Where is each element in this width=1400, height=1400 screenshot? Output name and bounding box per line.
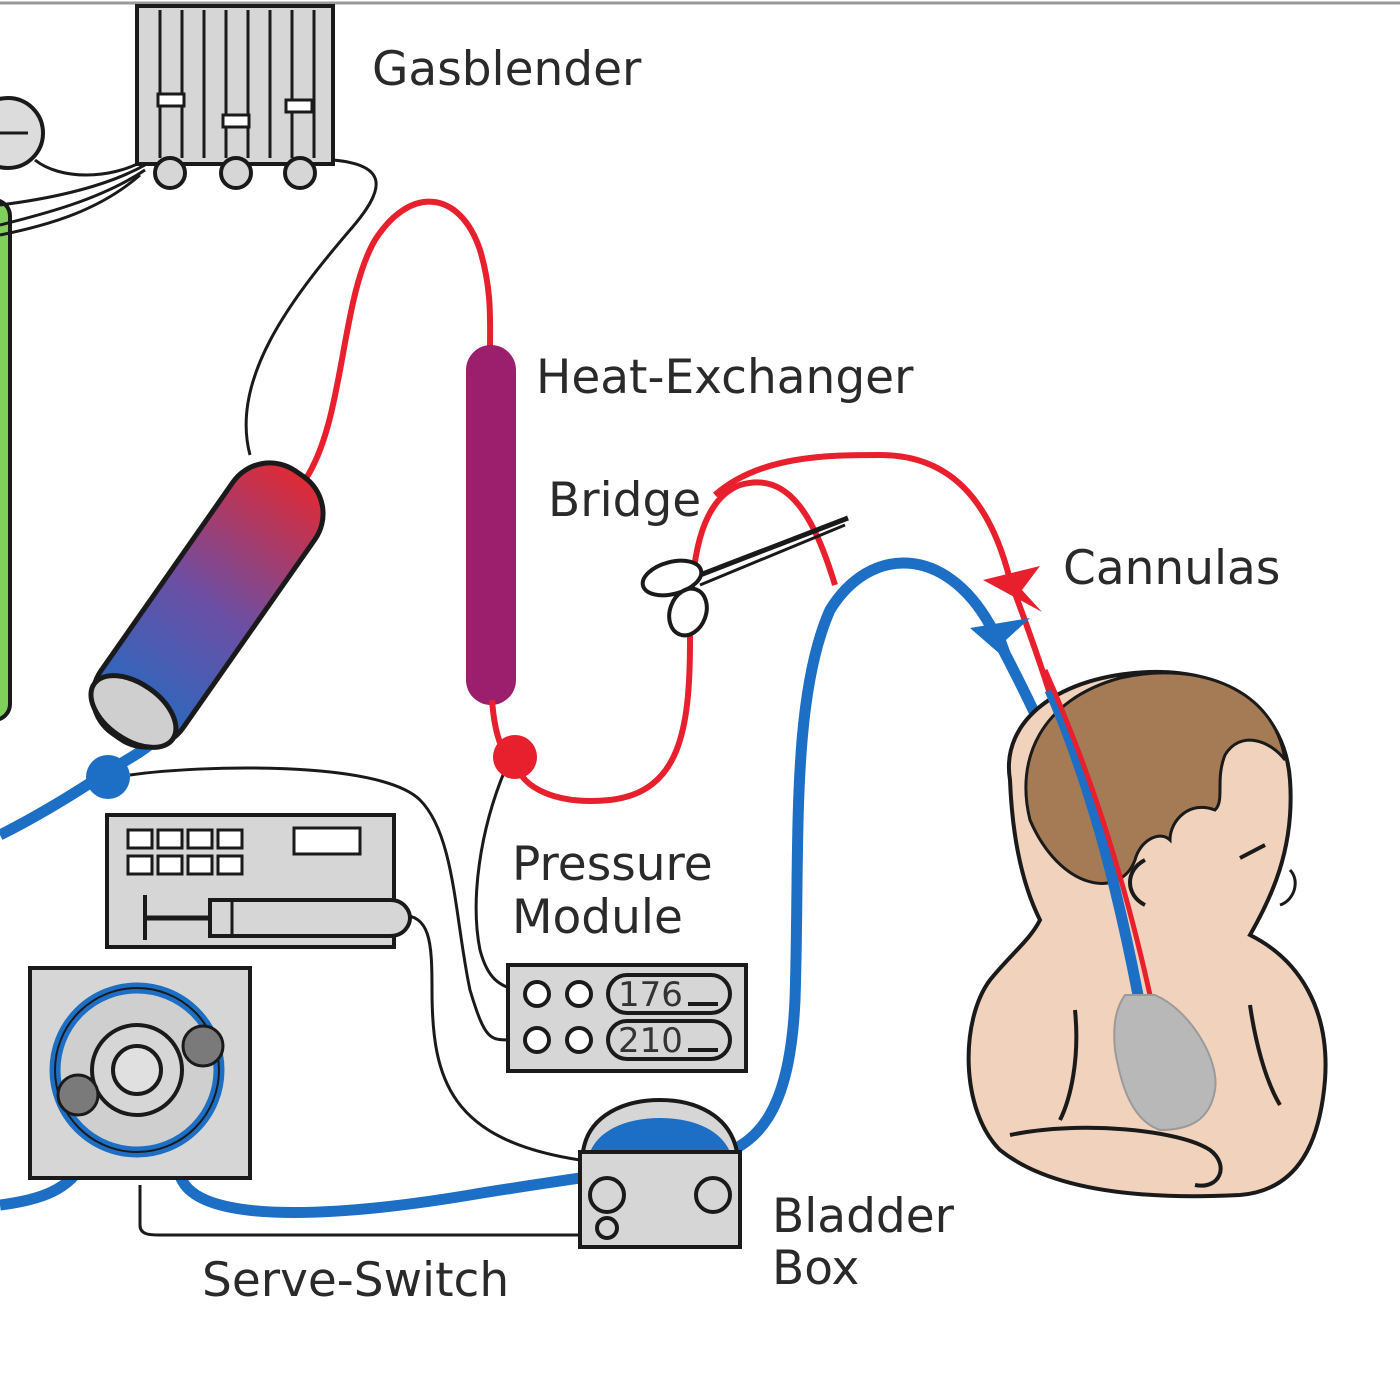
pressure-readout-1: 176	[618, 975, 683, 1015]
infant-patient	[966, 669, 1328, 1199]
arterial-junction	[493, 735, 537, 779]
label-cannulas: Cannulas	[1063, 541, 1280, 596]
label-box: Box	[772, 1241, 859, 1296]
heat-exchanger	[466, 345, 516, 705]
venous-cannula-marker	[970, 618, 1030, 668]
venous-junction	[86, 755, 130, 799]
gasblender-device	[135, 4, 335, 190]
syringe-pump-console	[105, 813, 413, 949]
label-serve-switch: Serve-Switch	[202, 1253, 509, 1308]
venous-cannula	[1044, 687, 1144, 997]
label-pressure: Pressure	[512, 837, 713, 892]
console-cable	[129, 766, 511, 1042]
arterial-cannula	[1042, 668, 1153, 996]
label-bridge: Bridge	[548, 473, 701, 528]
label-module: Module	[512, 890, 683, 945]
serve-switch-cable	[138, 1185, 580, 1237]
gauge-icon	[0, 96, 45, 170]
oxygen-tank	[0, 199, 12, 721]
pressure-sensor-line	[474, 769, 516, 992]
label-gasblender: Gasblender	[372, 42, 642, 97]
label-heat-exchanger: Heat-Exchanger	[536, 350, 914, 405]
blender-to-oxygenator-line	[244, 158, 378, 456]
arterial-cannula-marker	[983, 566, 1042, 612]
gas-lines	[0, 158, 146, 237]
pressure-module: 176 210	[506, 963, 748, 1073]
syringe-cable	[399, 913, 581, 1162]
oxygenator	[88, 460, 326, 750]
bladder-box	[578, 1097, 742, 1249]
cannula-dressing	[1113, 994, 1217, 1132]
bridge-clamp-icon	[640, 515, 849, 638]
pressure-readout-2: 210	[618, 1021, 683, 1061]
arterial-bridge-loop	[489, 479, 838, 804]
roller-pump	[28, 966, 252, 1180]
label-bladder: Bladder	[772, 1189, 955, 1244]
arterial-line-to-heat-exchanger	[302, 198, 494, 482]
